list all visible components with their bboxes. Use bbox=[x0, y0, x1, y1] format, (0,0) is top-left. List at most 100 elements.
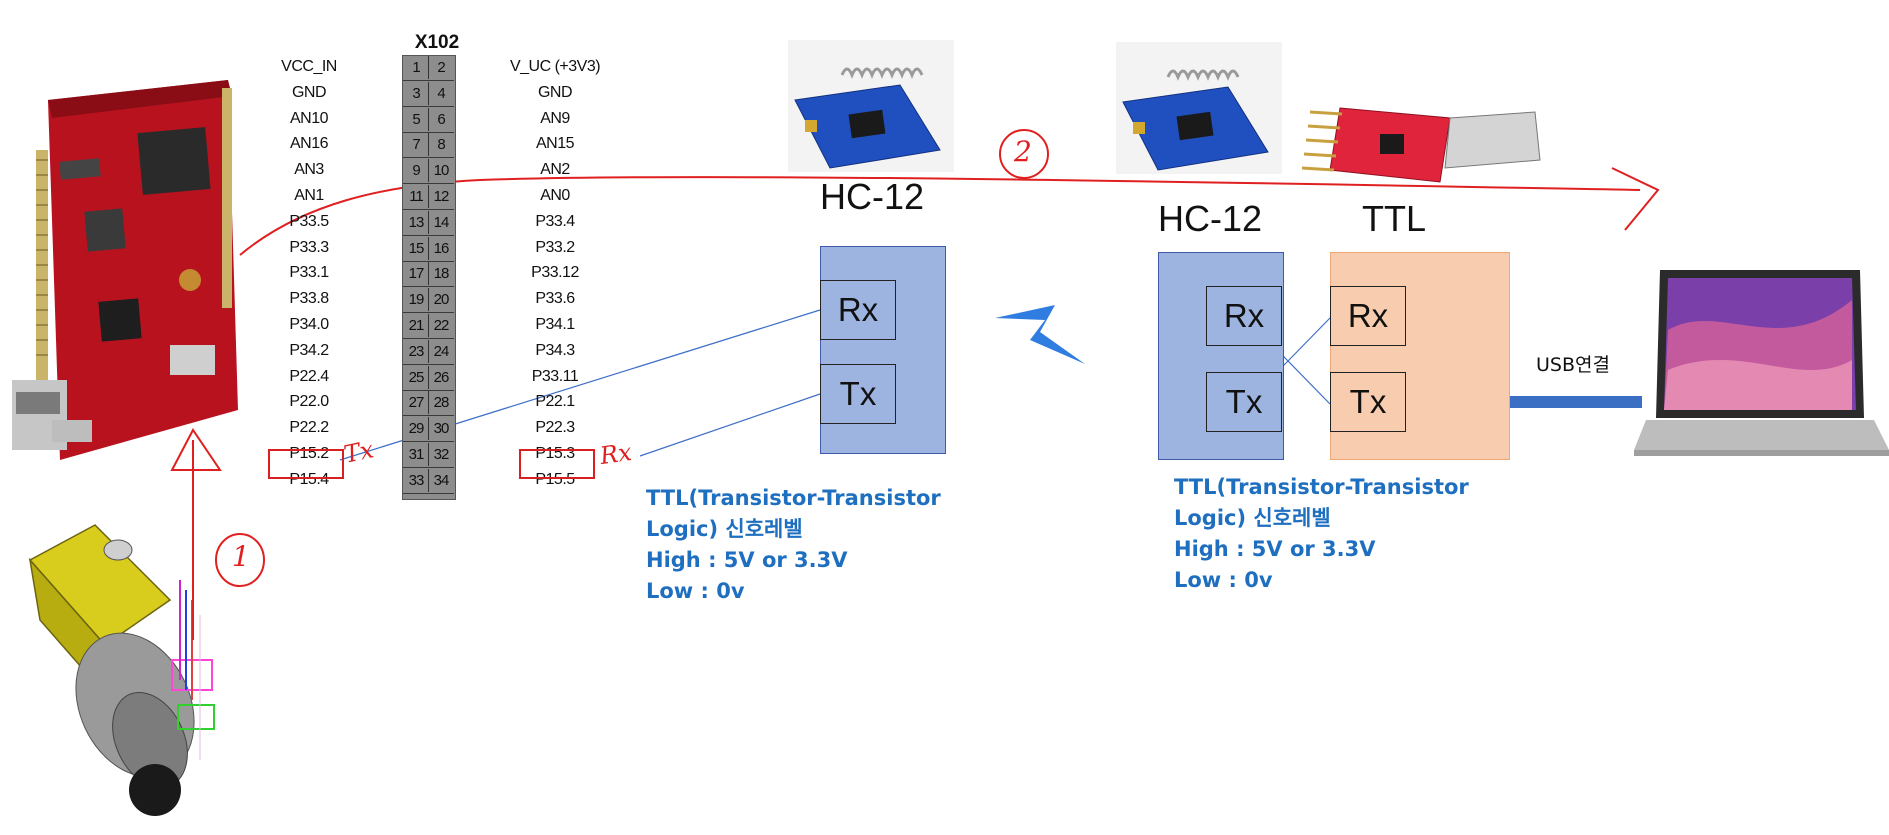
highlight-p15-2 bbox=[268, 449, 344, 479]
pin-label-right: P33.2 bbox=[535, 238, 575, 256]
pin-label-right: AN15 bbox=[535, 135, 575, 153]
pin-label-left: P33.5 bbox=[289, 212, 329, 230]
pin-number-right: 22 bbox=[433, 317, 450, 334]
wire-rx-to-tx bbox=[639, 393, 821, 457]
pin-label-right: P34.1 bbox=[535, 316, 575, 333]
pin-number-right: 24 bbox=[433, 342, 450, 360]
pin-number-left: 11 bbox=[404, 185, 429, 208]
pin-separator bbox=[403, 286, 454, 288]
pin-separator bbox=[403, 467, 454, 468]
pin-label-left: AN10 bbox=[289, 109, 329, 127]
pin-label-right: P22.1 bbox=[535, 393, 575, 411]
highlight-p15-3 bbox=[519, 449, 595, 479]
pin-number-left: 31 bbox=[404, 443, 429, 466]
pin-number-left: 19 bbox=[404, 288, 429, 312]
pin-separator bbox=[403, 363, 454, 365]
pin-label-right: P22.3 bbox=[535, 419, 575, 437]
step-2-label: 2 bbox=[1014, 135, 1032, 168]
pin-number-right: 6 bbox=[437, 110, 445, 128]
pin-number-left: 23 bbox=[404, 339, 429, 363]
pin-number-right: 34 bbox=[433, 471, 450, 489]
hc12-photo-1 bbox=[788, 40, 954, 172]
mcu-board-image bbox=[12, 80, 238, 460]
pin-label-right: P33.12 bbox=[531, 264, 579, 282]
note-line: Logic) 신호레벨 bbox=[646, 517, 803, 541]
note-line: Low : 0v bbox=[1174, 568, 1273, 592]
pin-label-left: P34.0 bbox=[289, 316, 329, 333]
pin-label-right: AN9 bbox=[540, 109, 570, 127]
note-line: TTL(Transistor-Transistor bbox=[646, 486, 941, 510]
step-1-circle bbox=[215, 533, 265, 587]
pin-number-right: 4 bbox=[437, 84, 445, 102]
note-line: Logic) 신호레벨 bbox=[1174, 506, 1331, 530]
annotation-rx: Rx bbox=[598, 437, 634, 471]
pin-number-right: 16 bbox=[433, 239, 450, 257]
pin-number-right: 10 bbox=[433, 162, 450, 180]
pin-separator bbox=[403, 492, 454, 494]
hc12-2-note: TTL(Transistor-Transistor Logic) 신호레벨 Hi… bbox=[1174, 472, 1469, 596]
pin-label-left: P22.2 bbox=[289, 419, 329, 437]
pin-label-left: AN1 bbox=[294, 187, 324, 204]
pin-separator bbox=[403, 209, 454, 210]
note-line: High : 5V or 3.3V bbox=[646, 548, 848, 572]
pin-number-left: 13 bbox=[404, 210, 429, 234]
usb-ttl-adapter-photo bbox=[1301, 107, 1541, 183]
pin-separator bbox=[403, 260, 454, 262]
laptop-image bbox=[1634, 270, 1889, 456]
pin-separator bbox=[403, 183, 454, 185]
pin-number-left: 25 bbox=[404, 365, 429, 389]
note-line: Low : 0v bbox=[646, 579, 745, 603]
pin-number-right: 26 bbox=[433, 368, 450, 386]
pin-label-right: GND bbox=[537, 83, 573, 101]
pin-label-right: P34.3 bbox=[535, 341, 575, 359]
flow-arrowhead-2 bbox=[1611, 167, 1660, 231]
hc12-2-tx: Tx bbox=[1206, 372, 1282, 432]
pin-separator bbox=[403, 80, 454, 81]
pin-number-right: 18 bbox=[433, 265, 450, 283]
pin-number-left: 3 bbox=[404, 81, 429, 105]
pin-label-left: AN3 bbox=[294, 161, 324, 179]
ttl-title: TTL bbox=[1362, 198, 1427, 239]
pin-label-left: P34.2 bbox=[289, 341, 329, 359]
hc12-photo-2 bbox=[1116, 42, 1282, 174]
pin-separator bbox=[403, 234, 454, 236]
pin-label-right: P15.5 bbox=[535, 470, 575, 488]
pin-separator bbox=[403, 415, 454, 417]
pin-number-left: 5 bbox=[404, 107, 429, 131]
ttl-tx: Tx bbox=[1330, 372, 1406, 432]
note-line: High : 5V or 3.3V bbox=[1174, 537, 1376, 561]
pin-number-left: 9 bbox=[404, 159, 429, 183]
pin-separator bbox=[403, 312, 454, 314]
usb-connection-line bbox=[1508, 396, 1642, 408]
pin-number-right: 28 bbox=[433, 394, 450, 412]
pin-separator bbox=[403, 389, 454, 391]
pin-separator bbox=[403, 441, 454, 443]
pin-label-left: P22.0 bbox=[289, 393, 329, 411]
pin-number-left: 7 bbox=[404, 133, 429, 157]
pin-label-left: GND bbox=[291, 83, 327, 101]
hc12-2-rx: Rx bbox=[1206, 286, 1282, 346]
pin-label-left: P22.4 bbox=[289, 367, 329, 385]
pin-label-left: P33.1 bbox=[289, 264, 329, 282]
pin-number-right: 12 bbox=[433, 188, 450, 205]
hc12-1-title: HC-12 bbox=[820, 176, 925, 217]
pin-number-right: 14 bbox=[433, 213, 450, 231]
pin-number-right: 2 bbox=[437, 59, 445, 76]
pin-number-right: 20 bbox=[433, 291, 450, 309]
header-title: X102 bbox=[414, 32, 460, 53]
pin-separator bbox=[403, 338, 454, 339]
pin-label-right: P33.11 bbox=[531, 367, 579, 385]
pin-number-left: 27 bbox=[404, 391, 429, 415]
pin-label-right: AN2 bbox=[540, 161, 570, 179]
pin-label-left: P33.3 bbox=[289, 238, 329, 256]
pin-number-left: 33 bbox=[404, 468, 429, 492]
pin-label-left: AN16 bbox=[289, 135, 329, 153]
pin-number-left: 1 bbox=[404, 56, 429, 79]
pin-number-right: 8 bbox=[437, 136, 445, 154]
ttl-rx: Rx bbox=[1330, 286, 1406, 346]
pin-number-left: 15 bbox=[404, 236, 429, 260]
pin-label-left: VCC_IN bbox=[281, 58, 337, 75]
pin-separator bbox=[403, 131, 454, 133]
